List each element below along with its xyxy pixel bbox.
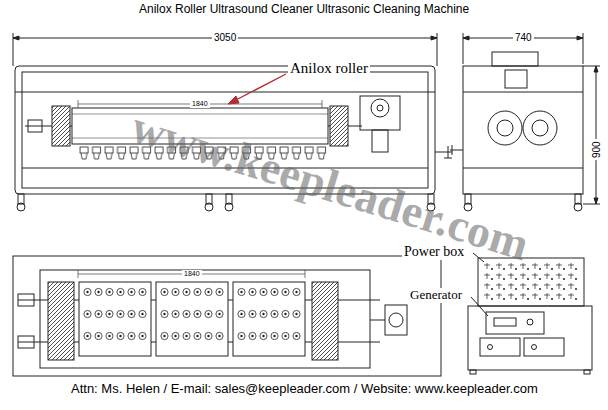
diagram-title: Anilox Roller Ultrasound Cleaner Ultraso… bbox=[139, 3, 469, 17]
part-name: Generator bbox=[408, 288, 464, 303]
dimension-label: 3050 bbox=[212, 32, 238, 44]
dimension-label: 740 bbox=[513, 32, 534, 44]
dimension-label: 900 bbox=[591, 139, 603, 160]
dimension-label: 1840 bbox=[190, 100, 210, 108]
contact-caption: Attn: Ms. Helen / E-mail: sales@keeplead… bbox=[71, 382, 538, 397]
dimension-label: 1840 bbox=[182, 270, 202, 278]
part-name: Anilox roller bbox=[288, 60, 370, 77]
